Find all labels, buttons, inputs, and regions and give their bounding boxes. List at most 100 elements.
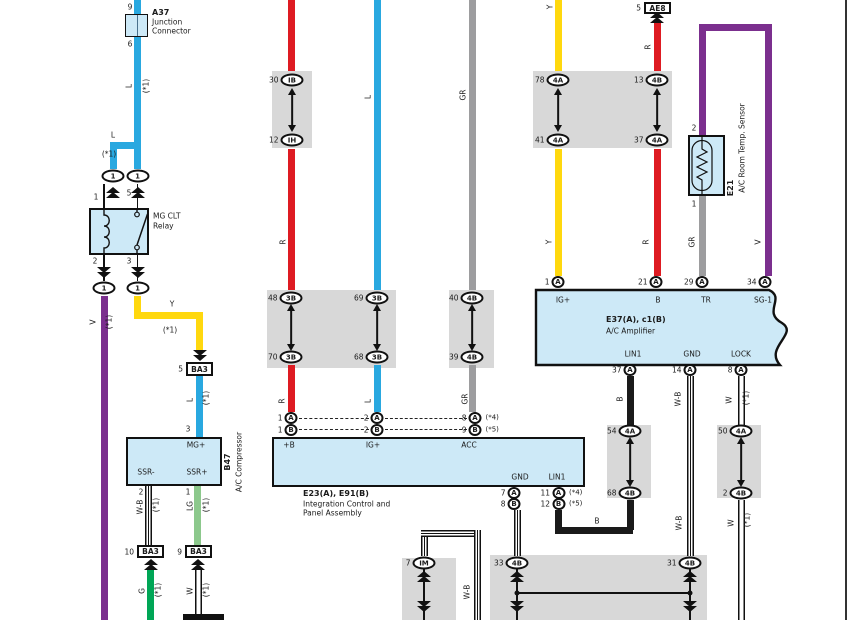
terminal-pin: A — [683, 364, 697, 376]
pin-label: 37 — [633, 135, 644, 145]
wire-lg — [194, 486, 201, 545]
pin-label: 5 — [126, 188, 132, 198]
pin-label: 2 — [92, 256, 98, 266]
a37-title: A37 — [152, 8, 170, 17]
text-label: A/C Amplifier — [606, 326, 656, 336]
wire-red — [287, 149, 295, 290]
pin-label: 9 — [177, 546, 182, 556]
chevron-up-icon — [106, 187, 120, 198]
terminal-oval: 4A — [546, 73, 570, 87]
wire-line — [517, 592, 690, 595]
terminal-name: LOCK — [731, 349, 751, 359]
wire-line — [422, 569, 426, 620]
wire-label: GR — [460, 393, 470, 405]
terminal-label: 4B — [466, 294, 478, 302]
terminal-label: 4B — [651, 76, 663, 84]
wire-label: Y — [545, 4, 555, 10]
terminal-label: A — [555, 278, 561, 286]
chevron-up-icon — [417, 571, 431, 582]
arrow-icon — [557, 90, 559, 130]
terminal-pin: A — [551, 276, 565, 288]
text-label: A/C Room Temp. Sensor — [737, 103, 747, 193]
dashed-link — [385, 429, 467, 430]
amplifier-title: E37(A), c1(B) — [606, 315, 666, 324]
wire-blue — [196, 376, 203, 437]
wire-label: (*1) — [201, 582, 211, 598]
pin-label: 7 — [405, 558, 411, 568]
terminal-label: A — [687, 366, 693, 374]
pin-label: 41 — [534, 135, 545, 145]
terminal-label: IM — [419, 559, 429, 567]
terminal-label: 4B — [511, 559, 523, 567]
terminal-name: TR — [701, 295, 711, 305]
wire-label: Y — [169, 299, 175, 309]
terminal-oval: 1 — [126, 281, 149, 295]
chevron-up-icon — [650, 12, 664, 23]
page-edge — [845, 0, 847, 620]
terminal-label: 1 — [135, 284, 140, 292]
terminal-label: A — [653, 278, 659, 286]
wire-label: W-B — [462, 584, 472, 600]
mg-clt-relay-box — [89, 208, 149, 255]
pin-label: 69 — [353, 293, 364, 303]
terminal-label: 4B — [735, 489, 747, 497]
wire-to-wire-link — [651, 88, 663, 132]
wire-label: (*1) — [141, 78, 151, 94]
terminal-pin: A — [468, 412, 482, 424]
terminal-pin: A — [623, 364, 637, 376]
terminal-pin: B — [370, 423, 384, 436]
terminal-label: A — [762, 278, 768, 286]
terminal-label: A — [374, 414, 380, 422]
chevron-up-icon — [143, 559, 158, 570]
wire-label: (*1) — [742, 512, 752, 528]
terminal-label: 4A — [735, 427, 747, 435]
dashed-link — [299, 429, 369, 430]
terminal-oval: 1 — [92, 281, 116, 295]
arrow-icon — [656, 90, 658, 130]
terminal-label: 4A — [552, 76, 564, 84]
wire-black — [626, 500, 634, 530]
pin-label: 54 — [606, 426, 617, 436]
pin-label: 3 — [126, 256, 132, 266]
pin-label: 68 — [353, 352, 364, 362]
terminal-label: A — [555, 489, 562, 497]
pin-suffix-label: (*5) — [569, 499, 583, 508]
wire-wb-v — [144, 486, 152, 545]
pin-label: 29 — [683, 277, 694, 287]
arrow-icon — [653, 88, 661, 95]
pin-label: 1 — [93, 192, 99, 202]
compressor-title: B47 — [223, 453, 232, 471]
terminal-name: GND — [683, 349, 701, 359]
wire-label: L — [124, 83, 134, 89]
pin-label: 68 — [606, 488, 617, 498]
wire-black — [555, 510, 562, 532]
terminal-oval: 4B — [505, 556, 529, 570]
terminal-label: A — [511, 489, 517, 497]
wire-to-wire-link — [552, 88, 564, 132]
terminal-name: SSR+ — [186, 467, 208, 477]
pin-suffix-label: (*5) — [485, 425, 499, 433]
terminal-oval: 4B — [618, 486, 642, 500]
ac-room-temp-sensor-box — [688, 135, 725, 196]
wire-yellow — [554, 0, 562, 71]
terminal-label: IH — [287, 136, 297, 144]
terminal-label: 4A — [651, 136, 663, 144]
text-label: Connector — [152, 26, 191, 36]
pin-label: 10 — [124, 546, 134, 556]
ba3-connector-label: BA3 — [142, 547, 159, 556]
arrow-icon — [290, 306, 292, 349]
pin-suffix-label: (*4) — [485, 413, 499, 422]
arrow-icon — [740, 439, 742, 485]
wire-blue — [134, 0, 141, 169]
junction-divider — [136, 15, 138, 36]
wire-wp-v — [737, 376, 745, 425]
terminal-label: B — [472, 425, 478, 434]
dashed-link — [385, 417, 467, 419]
wire-label: W — [726, 519, 736, 527]
wire-label: L — [363, 398, 373, 404]
wire-red — [287, 365, 295, 412]
terminal-label: A — [627, 366, 633, 374]
ae8-connector-label: AE8 — [649, 3, 666, 13]
pin-suffix-label: (*4) — [569, 488, 583, 497]
wire-red — [287, 0, 295, 71]
